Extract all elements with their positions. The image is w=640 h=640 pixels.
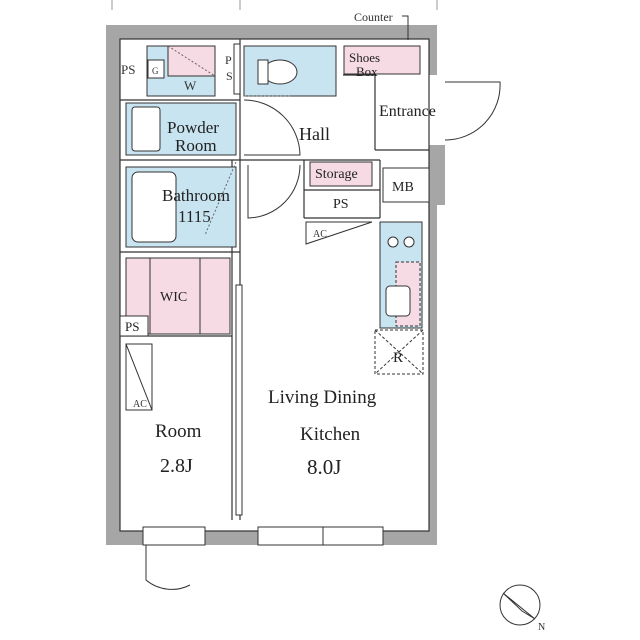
ps-label-2-p: P xyxy=(225,53,232,67)
refrigerator-label: R xyxy=(393,350,403,366)
storage-closet xyxy=(309,161,373,187)
entrance-label: Entrance xyxy=(379,103,436,120)
ac-label-room: AC xyxy=(133,399,147,410)
w-label: W xyxy=(184,78,197,93)
storage-label: Storage xyxy=(315,167,358,182)
box-label: Box xyxy=(356,64,378,79)
shoes-label: Shoes xyxy=(349,50,380,65)
compass-icon xyxy=(499,584,541,626)
shoes-box xyxy=(343,45,421,75)
hall-label: Hall xyxy=(299,124,330,144)
bathroom-size-label: 1115 xyxy=(178,207,211,226)
toilet-icon xyxy=(257,59,298,85)
ps-label-3: PS xyxy=(333,197,349,212)
powder-room-label-1: Powder xyxy=(167,118,219,137)
ac-label-ldk: AC xyxy=(313,229,327,240)
ps-label-1: PS xyxy=(121,62,135,77)
wic-label: WIC xyxy=(160,290,187,305)
ps-label-4: PS xyxy=(125,319,139,334)
room-label: Room xyxy=(155,421,202,442)
counter-label: Counter xyxy=(354,10,393,24)
bathroom-label: Bathroom xyxy=(162,186,230,205)
sink-icon xyxy=(385,285,411,317)
north-label: N xyxy=(538,622,545,633)
mb-box xyxy=(382,167,430,203)
mb-label: MB xyxy=(392,180,414,195)
ldk-label-1: Living Dining xyxy=(268,387,377,408)
room-size-label: 2.8J xyxy=(160,455,193,477)
ldk-size-label: 8.0J xyxy=(307,455,341,479)
svg-text:G: G xyxy=(152,66,159,76)
powder-room-label-2: Room xyxy=(175,136,217,155)
ps-label-2-s: S xyxy=(226,69,233,83)
stove-icon xyxy=(387,236,415,248)
bathtub-icon xyxy=(131,171,177,243)
ldk-label-2: Kitchen xyxy=(300,424,361,445)
ac-unit-ldk xyxy=(305,221,373,245)
